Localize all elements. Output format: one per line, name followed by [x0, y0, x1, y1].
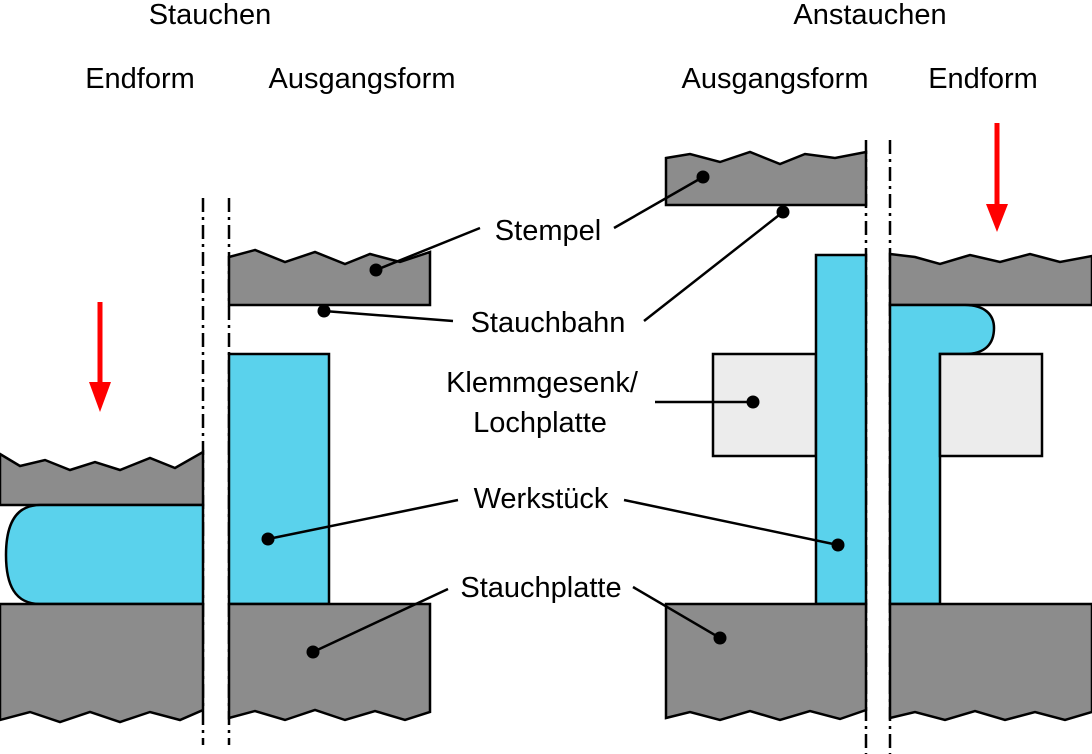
left-initial-base-plate: [227, 602, 432, 722]
right-arrow-head: [986, 204, 1008, 232]
right-initial-workpiece: [814, 253, 868, 606]
label-klemmgesenk-line2: Lochplatte: [473, 407, 607, 439]
right-initial-base-plate: [664, 602, 868, 722]
heading-stauchen: Stauchen: [149, 0, 272, 31]
leader-werkstueck-left: [267, 498, 459, 541]
dot-stempel-left: [369, 263, 383, 277]
left-final-punch: [0, 449, 205, 507]
left-initial-punch: [227, 248, 432, 307]
heading-left-ausgangsform: Ausgangsform: [269, 63, 456, 95]
dot-stauchbahn-right: [776, 205, 790, 219]
leader-stempel-right: [613, 175, 704, 230]
label-werkstueck: Werkstück: [474, 483, 609, 515]
leader-stauchplatte-left: [312, 587, 449, 654]
left-final-base-plate: [0, 602, 205, 724]
leader-stauchbahn-left: [323, 309, 454, 323]
right-final-base-plate: [888, 602, 1092, 722]
dot-klemmgesenk: [746, 395, 760, 409]
heading-left-endform: Endform: [85, 63, 195, 95]
label-stempel: Stempel: [495, 215, 601, 247]
heading-right-endform: Endform: [928, 63, 1038, 95]
leader-werkstueck-right: [623, 498, 839, 547]
right-initial-clamping-die: [711, 352, 818, 458]
left-arrow-head: [89, 382, 111, 412]
dot-stauchplatte-right: [713, 631, 727, 645]
leader-stempel-left: [375, 226, 481, 272]
dot-stauchplatte-left: [306, 645, 320, 659]
label-stauchplatte: Stauchplatte: [460, 572, 621, 604]
left-final-workpiece: [4, 503, 205, 606]
dot-werkstueck-left: [261, 532, 275, 546]
right-initial-punch: [664, 150, 868, 207]
dot-werkstueck-right: [831, 538, 845, 552]
right-final-punch: [888, 252, 1092, 307]
label-stauchbahn: Stauchbahn: [471, 307, 626, 339]
dot-stempel-right: [696, 170, 710, 184]
heading-anstauchen: Anstauchen: [793, 0, 946, 31]
right-final-clamping-die: [938, 352, 1044, 458]
label-klemmgesenk-line1: Klemmgesenk/: [446, 367, 639, 399]
heading-right-ausgangsform: Ausgangsform: [682, 63, 869, 95]
left-initial-workpiece: [227, 352, 331, 606]
leader-stauchbahn-right: [643, 211, 784, 322]
dot-stauchbahn-left: [317, 304, 331, 318]
leader-stauchplatte-right: [632, 585, 721, 640]
